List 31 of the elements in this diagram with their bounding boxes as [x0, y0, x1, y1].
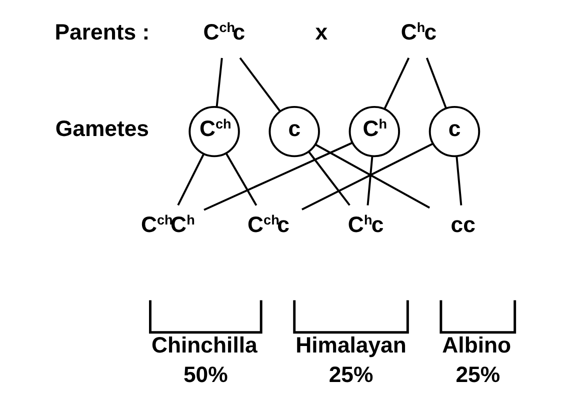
connector — [216, 58, 223, 107]
node-text: C$^{ch}$c — [203, 20, 246, 45]
label: Parents : — [54, 20, 150, 45]
label: Chinchilla — [151, 332, 258, 358]
label: Gametes — [55, 116, 150, 141]
node-circle: C$^{h}$ — [348, 106, 400, 158]
connector — [177, 154, 205, 206]
node-text: C$^{h}$c — [400, 20, 437, 45]
label: 25% — [328, 362, 374, 388]
label: 50% — [184, 362, 228, 388]
connector — [225, 153, 258, 206]
connector — [204, 142, 353, 211]
label: x — [315, 20, 328, 45]
label: 25% — [456, 362, 500, 388]
node-text: C$^{ch}$c — [248, 212, 290, 237]
node-circle: c — [428, 106, 480, 158]
node-text: C$^{h}$c — [348, 212, 384, 237]
node-text: C$^{ch}$C$^{h}$ — [141, 212, 195, 237]
label: Albino — [442, 332, 512, 358]
node-text: cc — [450, 212, 476, 237]
connector — [314, 144, 430, 209]
label: Himalayan — [296, 332, 406, 358]
node-circle: C$^{ch}$ — [188, 106, 240, 158]
connector — [426, 58, 447, 109]
connector — [308, 151, 350, 206]
connector — [239, 57, 281, 112]
connector — [302, 142, 434, 210]
connector — [366, 156, 374, 206]
connector — [384, 58, 410, 110]
node-circle: c — [268, 106, 320, 158]
connector — [456, 156, 462, 206]
